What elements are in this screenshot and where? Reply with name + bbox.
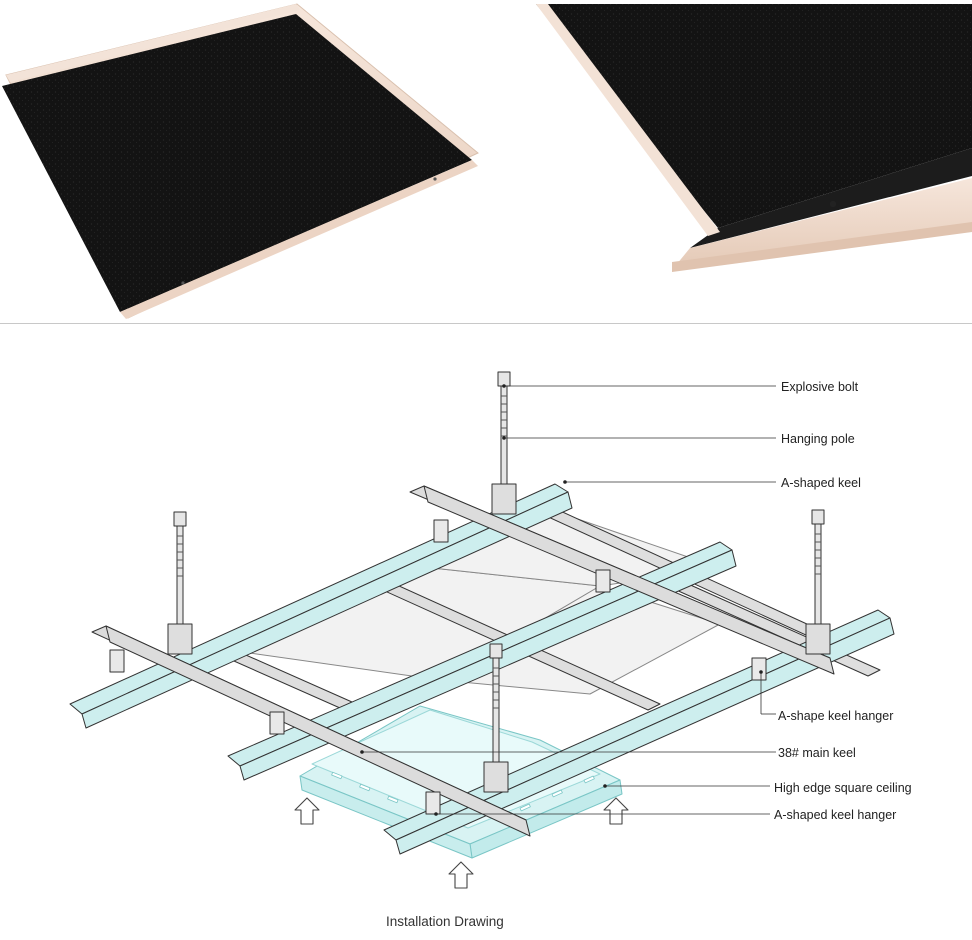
black-ceiling-panel-closeup-photo [536, 4, 972, 272]
hanging-pole-right [805, 509, 831, 655]
hanging-pole-front [483, 643, 509, 793]
black-ceiling-panel-photo [2, 3, 479, 319]
installation-diagram [69, 371, 895, 889]
section-divider [0, 323, 972, 324]
callout-main-keel: 38# main keel [778, 746, 856, 760]
up-arrows [294, 797, 629, 889]
callout-high-edge-square-ceiling: High edge square ceiling [774, 781, 912, 795]
callout-hanging-pole: Hanging pole [781, 432, 855, 446]
callout-a-shape-keel-hanger: A-shape keel hanger [778, 709, 894, 723]
hanging-poles [167, 371, 831, 793]
hanging-pole-left [167, 511, 193, 655]
main-keels [91, 485, 835, 837]
up-arrow-icon [448, 861, 474, 889]
keel-hangers [109, 519, 767, 815]
diagram-caption: Installation Drawing [386, 914, 504, 929]
callout-a-shaped-keel: A-shaped keel [781, 476, 861, 490]
up-arrow-icon [603, 797, 629, 825]
product-photos [2, 3, 972, 319]
up-arrow-icon [294, 797, 320, 825]
hanging-pole-top [491, 371, 517, 515]
callout-a-shaped-keel-hanger: A-shaped keel hanger [774, 808, 897, 822]
callout-explosive-bolt: Explosive bolt [781, 380, 859, 394]
leader-lines [362, 385, 776, 815]
